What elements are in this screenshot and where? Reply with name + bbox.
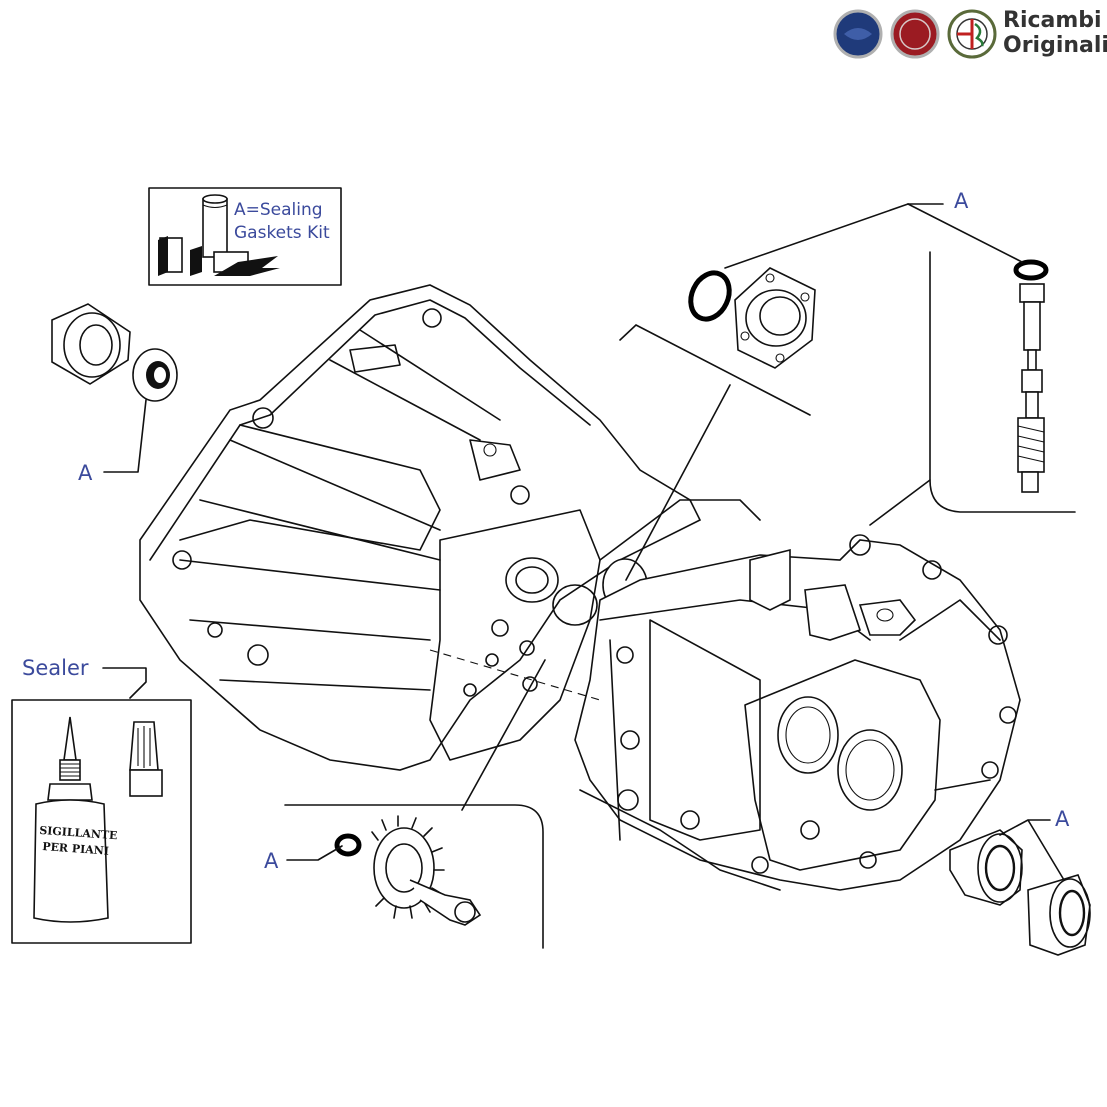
sealing-kit-legend-text: A=Sealing Gaskets Kit (234, 199, 340, 245)
bracket-line-right (929, 251, 1076, 513)
bracket-line-top (619, 324, 811, 416)
sealing-kit-icon (158, 194, 280, 276)
brand-line-1: Ricambi (1003, 8, 1102, 33)
brand-logos (833, 9, 997, 59)
o-ring-small (1013, 259, 1049, 281)
leader-bottom-gear (286, 845, 343, 861)
kit-legend-line-2: Gaskets Kit (234, 223, 330, 243)
leader-right-bushings (999, 819, 1065, 881)
callout-a-left: A (78, 461, 93, 485)
leader-bearing-seat (625, 384, 731, 581)
sealer-bottle-text-1: SIGILLANTE (39, 824, 118, 842)
breather-block (749, 548, 791, 611)
bottom-gear-components (286, 815, 482, 926)
brand-text: Ricambi Originali (1003, 8, 1107, 58)
right-bushings (949, 819, 1091, 956)
flange-plate (734, 267, 816, 369)
sealer-box: SIGILLANTE PER PIANI (11, 667, 192, 944)
sealer-bottle-text-2: PER PIANI (42, 840, 110, 858)
speedometer-drive-shaft (1017, 283, 1045, 493)
callout-a-bottom-gear: A (264, 849, 279, 873)
top-right-components (688, 203, 1076, 526)
assembly-axis (429, 649, 601, 701)
brand-line-2: Originali (1003, 33, 1107, 58)
callout-a-right-bushings: A (1055, 807, 1070, 831)
alfa-romeo-logo (947, 9, 997, 59)
fiat-logo (890, 9, 940, 59)
leader-sealer (102, 667, 147, 699)
callout-a-top-right: A (954, 189, 969, 213)
kit-legend-line-1: A=Sealing (234, 200, 323, 220)
leader-left (103, 399, 147, 473)
sealing-kit-legend-box (148, 187, 342, 286)
gear-shaft (409, 879, 482, 926)
o-ring-gear (334, 833, 362, 857)
o-ring-large (688, 270, 732, 322)
sealer-label: Sealer (22, 656, 89, 680)
sealer-bottle: SIGILLANTE PER PIANI (33, 716, 118, 923)
gearbox-housing (574, 534, 1021, 891)
sealer-cap (129, 721, 163, 797)
bracket-line-bottom (284, 804, 544, 949)
left-bearing-components (51, 303, 178, 473)
lancia-logo (833, 9, 883, 59)
